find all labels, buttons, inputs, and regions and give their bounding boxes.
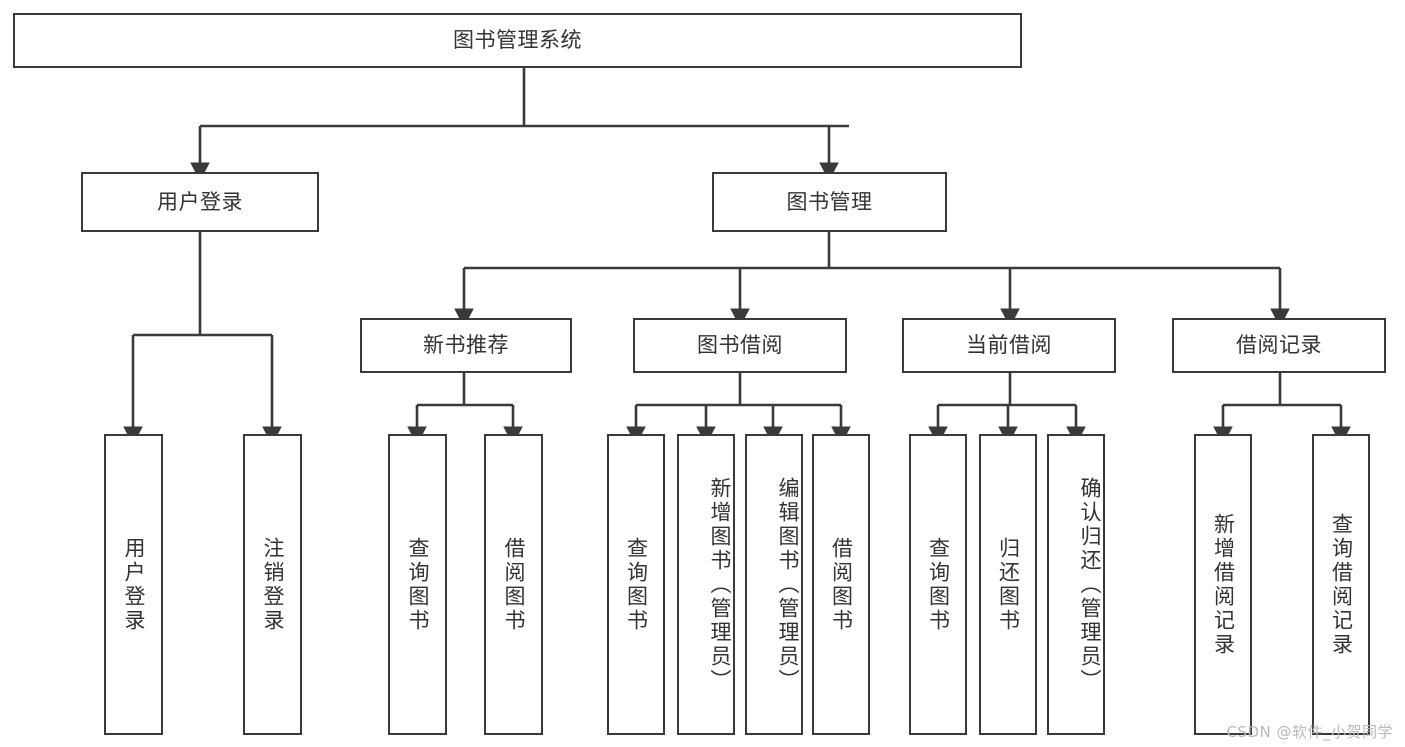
node-leaf-borrow-book-2[interactable]: 借阅图书	[812, 434, 870, 735]
node-new-book-recommend-label: 新书推荐	[423, 333, 509, 358]
node-user-login[interactable]: 用户登录	[81, 172, 319, 232]
node-user-login-label: 用户登录	[157, 189, 243, 214]
node-leaf-query-book-1-label: 查询图书	[405, 536, 430, 633]
node-book-borrow-label: 图书借阅	[697, 333, 783, 358]
node-leaf-query-book-2-label: 查询图书	[624, 536, 649, 633]
node-leaf-add-record-label: 新增借阅记录	[1211, 512, 1236, 657]
node-leaf-query-book-2[interactable]: 查询图书	[607, 434, 665, 735]
node-leaf-add-record[interactable]: 新增借阅记录	[1194, 434, 1252, 735]
node-root[interactable]: 图书管理系统	[13, 13, 1022, 68]
node-current-borrow-label: 当前借阅	[966, 333, 1052, 358]
node-root-label: 图书管理系统	[453, 28, 582, 53]
node-book-management[interactable]: 图书管理	[712, 172, 947, 232]
node-leaf-add-book[interactable]: 新增图书（管理员）	[677, 434, 735, 735]
node-current-borrow[interactable]: 当前借阅	[902, 318, 1116, 373]
node-leaf-query-book-3[interactable]: 查询图书	[909, 434, 967, 735]
node-borrow-record-label: 借阅记录	[1236, 333, 1322, 358]
node-leaf-user-login[interactable]: 用户登录	[104, 434, 163, 735]
node-leaf-borrow-book-2-label: 借阅图书	[829, 536, 854, 633]
node-leaf-query-book-3-label: 查询图书	[926, 536, 951, 633]
watermark-text: CSDN @软件_小贺同学	[1226, 723, 1393, 741]
node-leaf-add-book-label: 新增图书（管理员）	[708, 476, 732, 693]
node-leaf-logout-login[interactable]: 注销登录	[243, 434, 302, 735]
node-leaf-query-book-1[interactable]: 查询图书	[388, 434, 447, 735]
node-leaf-borrow-book-1[interactable]: 借阅图书	[484, 434, 543, 735]
node-leaf-borrow-book-1-label: 借阅图书	[501, 536, 526, 633]
node-leaf-query-record[interactable]: 查询借阅记录	[1312, 434, 1370, 735]
node-new-book-recommend[interactable]: 新书推荐	[360, 318, 572, 373]
node-leaf-edit-book[interactable]: 编辑图书（管理员）	[745, 434, 803, 735]
node-book-borrow[interactable]: 图书借阅	[633, 318, 847, 373]
node-leaf-user-login-label: 用户登录	[121, 536, 146, 633]
node-book-management-label: 图书管理	[786, 189, 873, 214]
node-leaf-confirm-return[interactable]: 确认归还（管理员）	[1047, 434, 1105, 735]
node-leaf-return-book-label: 归还图书	[996, 536, 1021, 633]
node-leaf-edit-book-label: 编辑图书（管理员）	[776, 476, 800, 693]
node-leaf-confirm-return-label: 确认归还（管理员）	[1078, 476, 1102, 693]
node-leaf-return-book[interactable]: 归还图书	[979, 434, 1037, 735]
node-borrow-record[interactable]: 借阅记录	[1172, 318, 1386, 373]
node-leaf-logout-login-label: 注销登录	[260, 536, 285, 633]
node-leaf-query-record-label: 查询借阅记录	[1329, 512, 1354, 657]
